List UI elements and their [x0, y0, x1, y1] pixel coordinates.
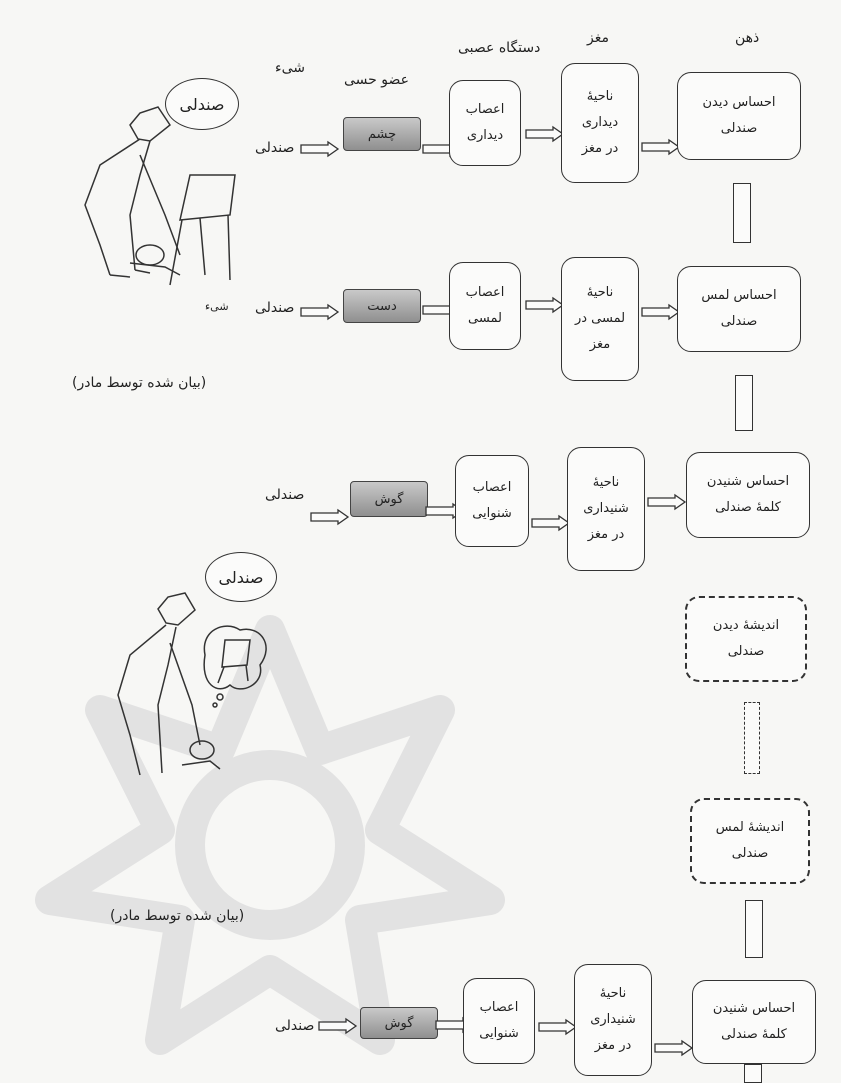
row3-mind-box: احساس شنیدن کلمهٔ صندلی	[686, 452, 810, 538]
picture-object-label: شیء	[205, 300, 229, 313]
row1-object-word: صندلی	[255, 140, 295, 156]
row4-nerve-box: اعصاب شنوایی	[463, 978, 535, 1064]
row2-nerve-box: اعصاب لمسی	[449, 262, 521, 350]
header-nervous-system: دستگاه عصبی	[458, 40, 541, 56]
thought-see-box: اندیشهٔ دیدن صندلی	[685, 596, 807, 682]
row2-brain-text: ناحیهٔ لمسی در مغز	[574, 285, 626, 352]
connector-bar-dashed	[744, 702, 760, 774]
row2-organ-hand: دست	[343, 289, 421, 323]
thought-see-text: اندیشهٔ دیدن صندلی	[712, 618, 780, 659]
row1-nerve-text: اعصاب دیداری	[465, 102, 505, 143]
caption-2: (بیان شده توسط مادر)	[110, 908, 245, 924]
speech-bubble: صندلی	[165, 78, 239, 130]
thought-touch-box: اندیشهٔ لمس صندلی	[690, 798, 810, 884]
row3-nerve-box: اعصاب شنوایی	[455, 455, 529, 547]
row4-organ-ear: گوش	[360, 1007, 438, 1039]
row1-mind-text: احساس دیدن صندلی	[702, 95, 776, 136]
row4-brain-text: ناحیهٔ شنیداری در مغز	[590, 986, 636, 1053]
arrow-icon	[525, 125, 565, 143]
row2-object-word: صندلی	[255, 300, 295, 316]
row4-mind-box: احساس شنیدن کلمهٔ صندلی	[692, 980, 816, 1064]
row3-brain-text: ناحیهٔ شنیداری در مغز	[583, 475, 629, 542]
header-object: شیء	[275, 60, 305, 76]
header-brain: مغز	[587, 30, 609, 46]
row1-nerve-box: اعصاب دیداری	[449, 80, 521, 166]
arrow-icon	[300, 140, 340, 158]
row3-brain-box: ناحیهٔ شنیداری در مغز	[567, 447, 645, 571]
arrow-icon	[641, 303, 681, 321]
arrow-icon	[525, 296, 565, 314]
caption-1: (بیان شده توسط مادر)	[72, 375, 207, 391]
row4-nerve-text: اعصاب شنوایی	[479, 1000, 519, 1041]
arrow-icon	[531, 514, 571, 532]
row1-brain-text: ناحیهٔ دیداری در مغز	[581, 89, 619, 156]
row2-brain-box: ناحیهٔ لمسی در مغز	[561, 257, 639, 381]
header-mind: ذهن	[735, 30, 760, 46]
connector-bar	[745, 900, 763, 958]
arrow-icon	[300, 303, 340, 321]
arrow-icon	[647, 493, 687, 511]
row3-nerve-text: اعصاب شنوایی	[472, 480, 512, 521]
mother-child-chair-illustration	[84, 106, 236, 286]
arrow-icon	[538, 1018, 578, 1036]
connector-bar	[733, 183, 751, 243]
arrow-icon	[654, 1039, 694, 1057]
arrow-icon	[318, 1017, 358, 1035]
row2-nerve-text: اعصاب لمسی	[465, 285, 505, 326]
header-sense-organ: عضو حسی	[344, 72, 409, 88]
row1-organ-eye: چشم	[343, 117, 421, 151]
row3-mind-text: احساس شنیدن کلمهٔ صندلی	[706, 474, 790, 515]
arrow-icon	[641, 138, 681, 156]
connector-bar	[735, 375, 753, 431]
row1-mind-box: احساس دیدن صندلی	[677, 72, 801, 160]
row4-object-word: صندلی	[275, 1018, 315, 1034]
thought-touch-text: اندیشهٔ لمس صندلی	[715, 820, 785, 861]
mother-child-thought-illustration	[117, 592, 267, 776]
arrow-icon	[310, 508, 350, 526]
row1-brain-box: ناحیهٔ دیداری در مغز	[561, 63, 639, 183]
row2-mind-text: احساس لمس صندلی	[701, 288, 777, 329]
connector-bar	[744, 1064, 762, 1083]
row3-object-word: صندلی	[265, 487, 305, 503]
row2-mind-box: احساس لمس صندلی	[677, 266, 801, 352]
row3-organ-ear: گوش	[350, 481, 428, 517]
row4-brain-box: ناحیهٔ شنیداری در مغز	[574, 964, 652, 1076]
speech-bubble-2: صندلی	[205, 552, 277, 602]
row4-mind-text: احساس شنیدن کلمهٔ صندلی	[712, 1001, 796, 1042]
watermark-star-pattern	[35, 615, 505, 1055]
